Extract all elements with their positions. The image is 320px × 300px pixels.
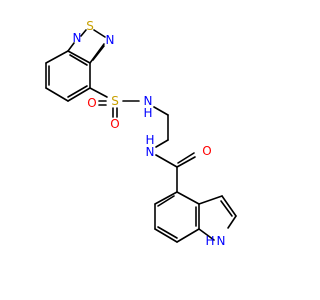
bond (89, 43, 105, 64)
bond (157, 195, 175, 207)
bond (67, 42, 75, 52)
bond (45, 87, 69, 102)
bond (69, 54, 88, 66)
atom-label-o-carbonyl: O (202, 144, 211, 158)
bond (220, 200, 233, 217)
bond (198, 228, 215, 241)
atom-label-n2: N (106, 33, 115, 47)
bond (67, 87, 91, 102)
structure-drawing: N S N S O O N H N H O N H (45, 19, 237, 248)
atom-label-nh-amide: N (146, 145, 155, 159)
atom-label-nh-sulfonamide: N (144, 94, 153, 108)
atom-label-s-ring: S (86, 19, 94, 33)
bond (92, 45, 105, 61)
atom-labels: N S N S O O N H N H O N H (73, 19, 226, 248)
atom-label-o2: O (110, 117, 119, 131)
bond (157, 226, 178, 239)
bond (176, 191, 200, 205)
bond (153, 106, 169, 116)
bond (177, 152, 195, 164)
bond (198, 195, 223, 205)
atom-label-s-sulfonyl: S (111, 94, 119, 108)
bond (176, 228, 200, 243)
bond (221, 195, 237, 217)
atom-label-n1: N (73, 31, 82, 45)
bond (89, 87, 108, 98)
bond (45, 50, 69, 64)
bond (227, 215, 237, 229)
bond (155, 154, 178, 168)
atom-label-h-sulfonamide: H (143, 106, 152, 120)
bond (154, 228, 178, 243)
molecule-structure: N S N S O O N H N H O N H (45, 19, 237, 248)
bond (155, 139, 169, 148)
bonds (45, 29, 237, 243)
atom-label-h-amide: H (145, 133, 154, 147)
bond (154, 191, 178, 205)
bond (67, 85, 88, 98)
bond (176, 156, 196, 168)
bond (67, 50, 91, 64)
bond (93, 29, 106, 38)
atom-label-nh-indole: N (217, 234, 226, 248)
atom-label-o1: O (87, 96, 96, 110)
atom-label-h-indole: H (205, 234, 214, 248)
bond (80, 29, 87, 37)
